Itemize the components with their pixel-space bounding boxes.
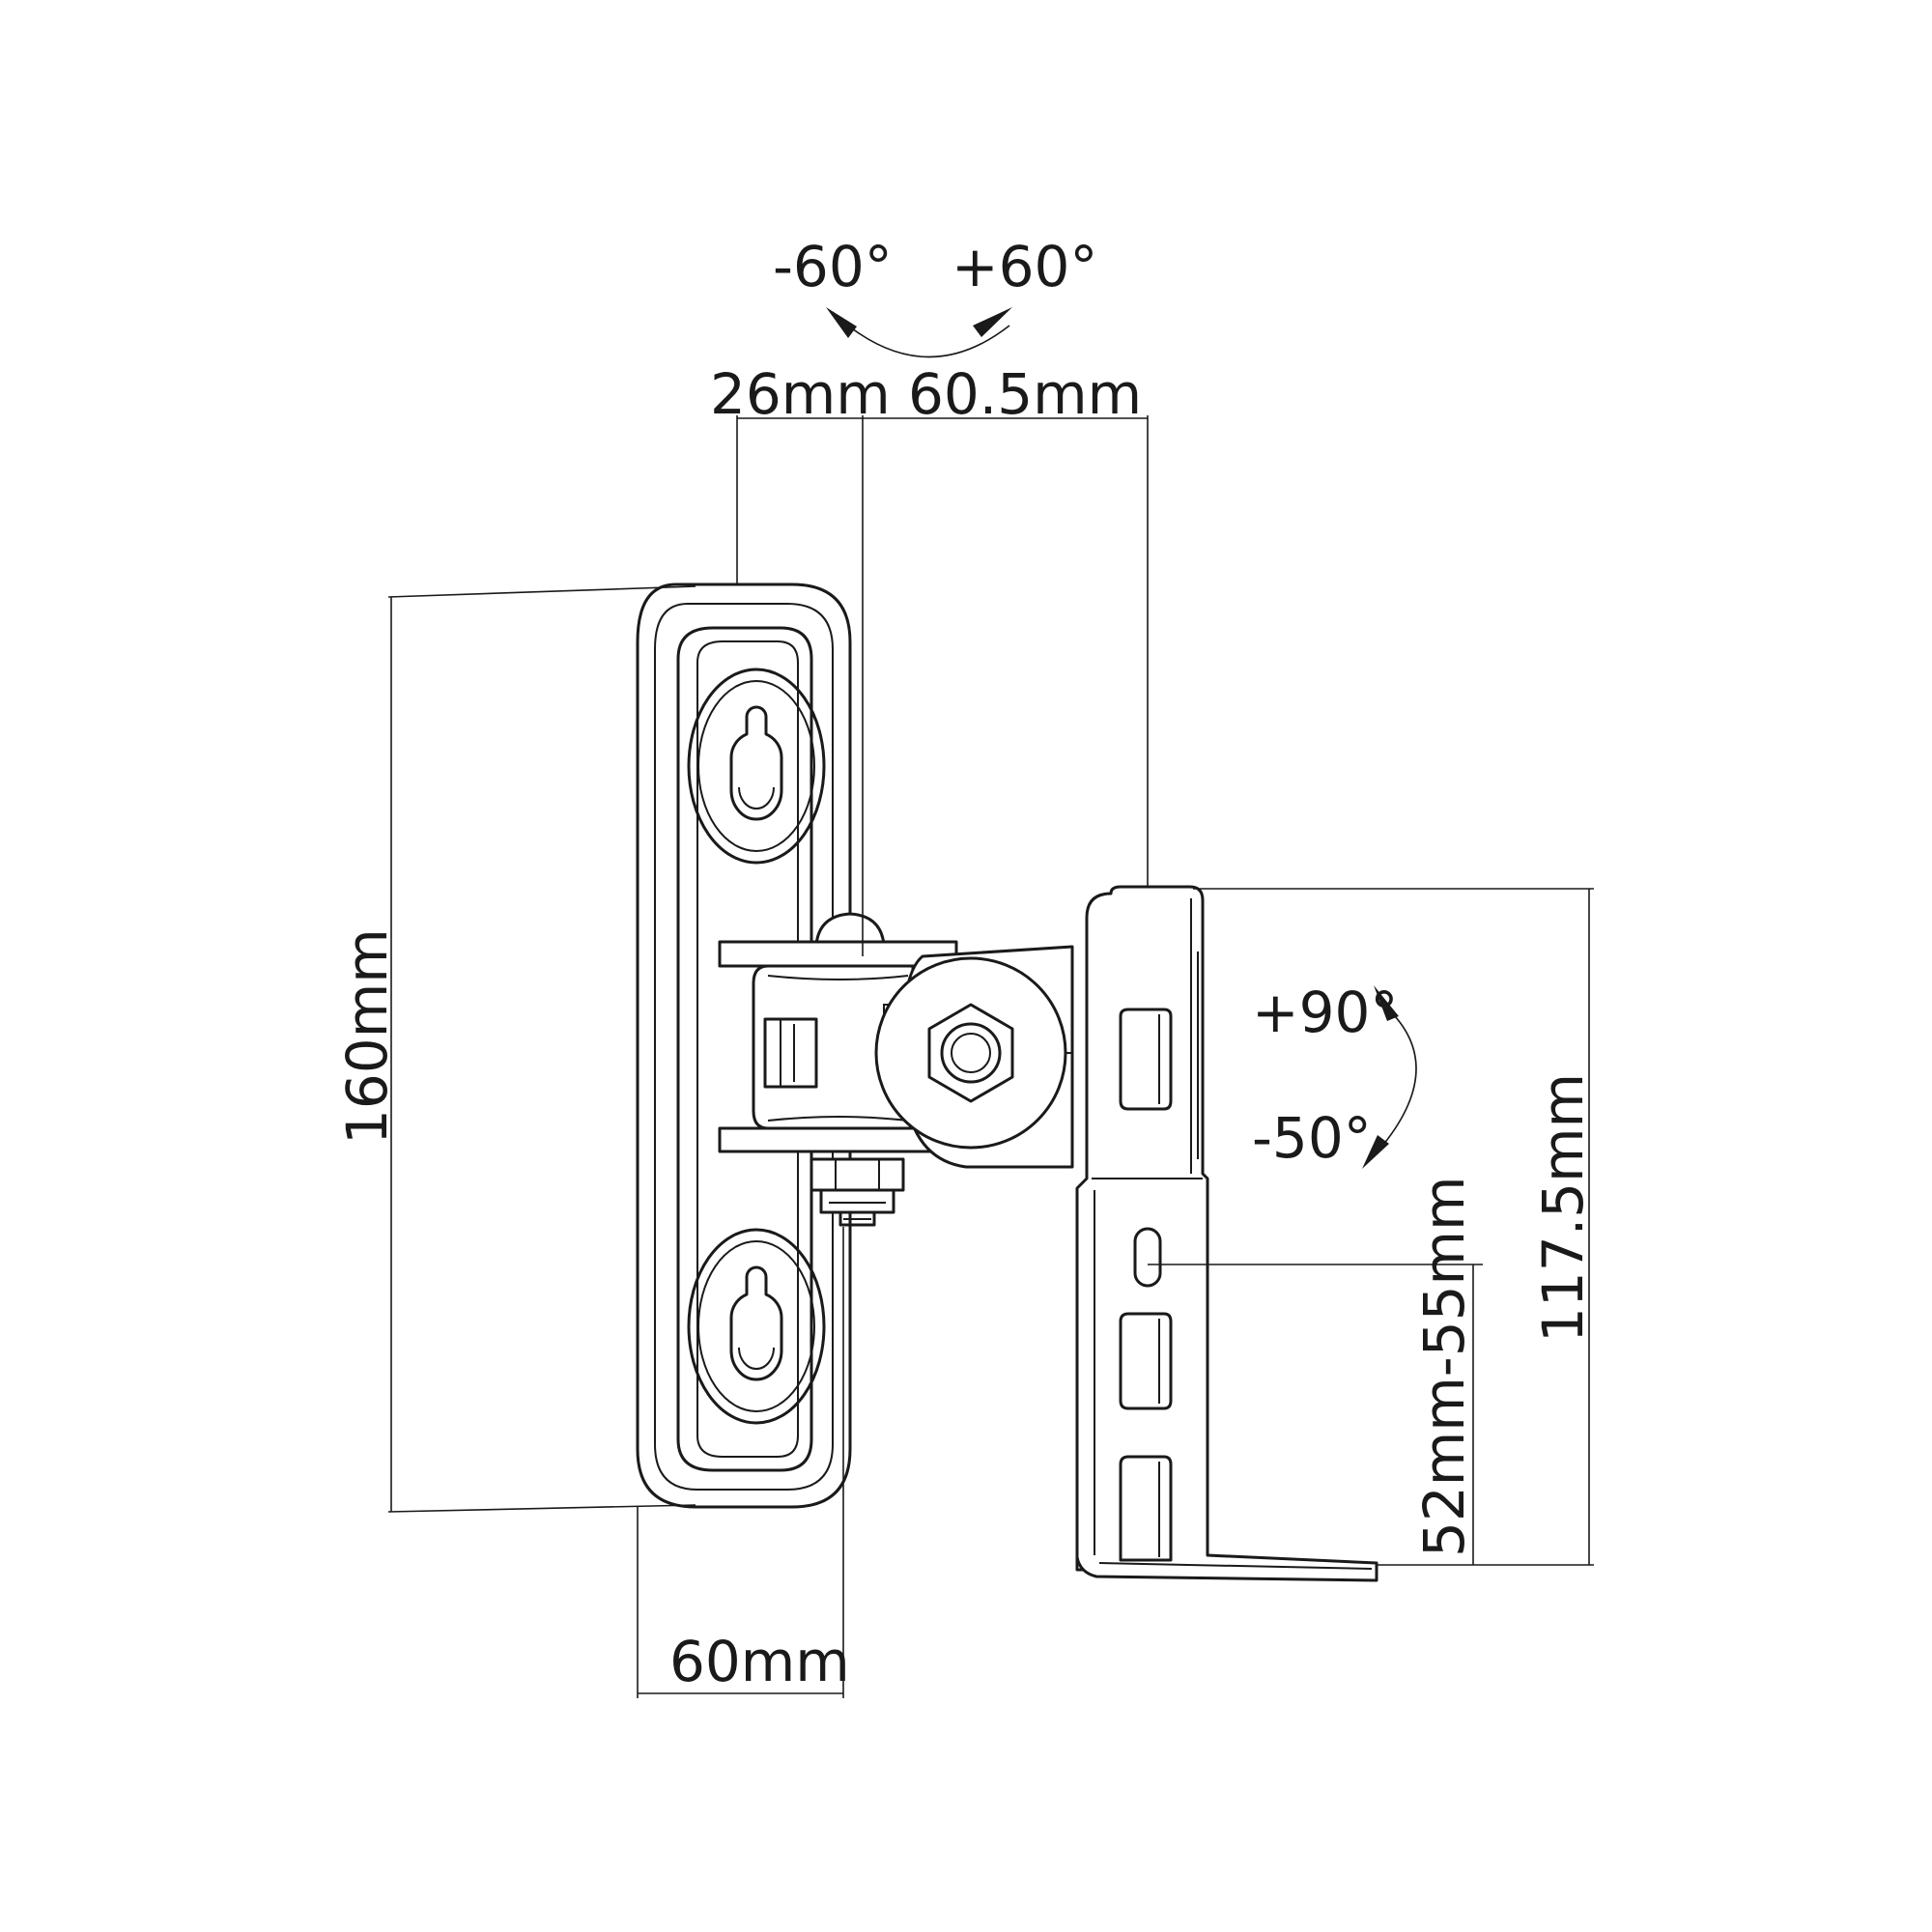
upper-keyhole-slot bbox=[687, 668, 826, 865]
offset-bracket-label: 60.5mm bbox=[908, 361, 1142, 427]
plate-width-label: 60mm bbox=[669, 1629, 850, 1694]
hinge-assembly bbox=[718, 912, 958, 1227]
offset-plate-label: 26mm bbox=[710, 361, 891, 427]
swivel-negative-label: -60° bbox=[773, 234, 893, 299]
tilt-positive-label: +90° bbox=[1252, 980, 1398, 1045]
swivel-rotation-arrow bbox=[826, 307, 1012, 358]
speaker-bracket bbox=[1075, 885, 1378, 1582]
plate-height-label: 160mm bbox=[334, 928, 400, 1145]
dimension-lines bbox=[387, 415, 1594, 1698]
tilt-negative-label: -50° bbox=[1252, 1105, 1372, 1171]
hole-range-label: 52mm-55mm bbox=[1411, 1176, 1477, 1557]
swivel-positive-label: +60° bbox=[952, 234, 1097, 299]
lower-keyhole-slot bbox=[687, 1228, 826, 1425]
wall-plate bbox=[636, 582, 852, 1509]
swivel-arm bbox=[874, 945, 1074, 1169]
bracket-height-label: 117.5mm bbox=[1530, 1073, 1596, 1343]
tilt-rotation-arrow bbox=[1362, 985, 1417, 1169]
